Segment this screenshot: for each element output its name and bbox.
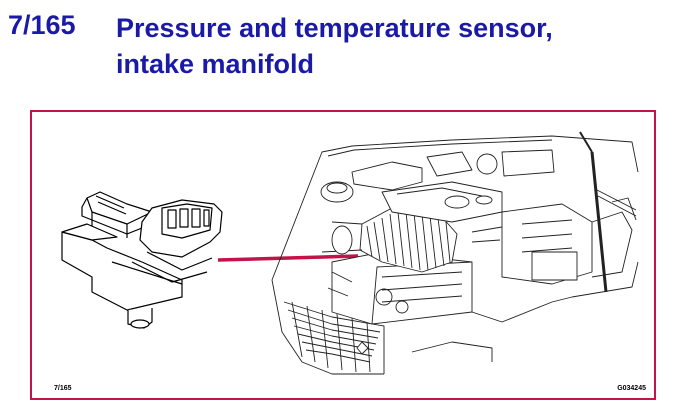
callout-line [217, 254, 359, 262]
engine-bay-drawing [271, 131, 639, 375]
figure-illustration [61, 131, 639, 375]
title-line-2: intake manifold [116, 49, 315, 79]
image-code: G034245 [617, 385, 646, 392]
sensor-drawing [61, 191, 223, 329]
page-title: Pressure and temperature sensor, intake … [116, 10, 553, 82]
figure-number: 7/165 [54, 385, 72, 392]
page-number: 7/165 [8, 10, 76, 40]
figure-frame: 7/165 G034245 [30, 110, 656, 400]
title-line-1: Pressure and temperature sensor, [116, 13, 553, 43]
